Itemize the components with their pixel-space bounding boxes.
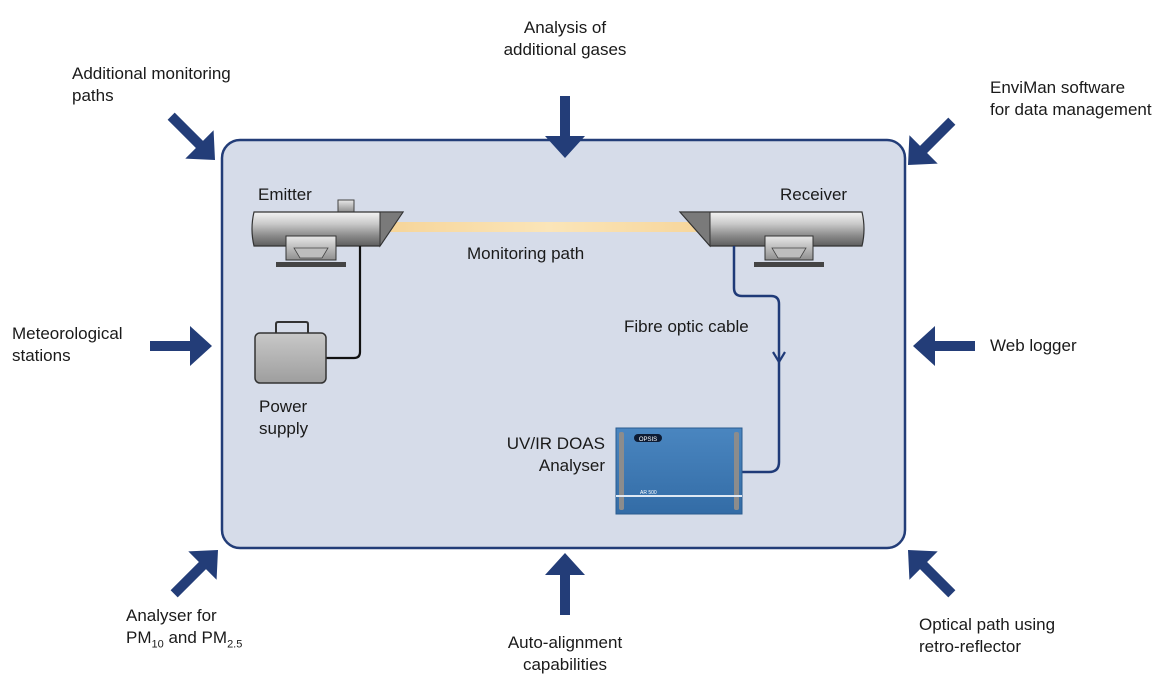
monitoring-beam: [390, 222, 708, 232]
label-line: Additional monitoring: [72, 64, 231, 83]
label-enviman: EnviMan software for data management: [990, 77, 1152, 121]
pm10-subscript: 10: [151, 638, 164, 651]
arrow-icon-weblogger: [913, 326, 975, 366]
arrow-icon-autoalign: [545, 553, 585, 615]
label-line: PM10 and PM2.5: [126, 627, 243, 651]
label-line: Optical path using: [919, 615, 1056, 634]
pm-and-text: and PM: [163, 628, 228, 647]
arrow-icon-optical: [908, 550, 956, 598]
label-line: Auto-alignment: [507, 633, 623, 652]
label-line: Analyser: [538, 456, 605, 475]
arrow-icon-pm: [170, 550, 218, 598]
label-weblogger: Web logger: [990, 336, 1077, 355]
analyser-icon: [615, 427, 743, 515]
label-line: UV/IR DOAS: [506, 434, 605, 453]
label-line: Analysis of: [523, 18, 607, 37]
label-line: Power: [259, 397, 308, 416]
arrow-icon-monitoring-paths: [167, 112, 215, 160]
label-fibre-optic-cable: Fibre optic cable: [624, 317, 749, 336]
label-receiver: Receiver: [780, 185, 848, 204]
pm25-subscript: 2.5: [227, 638, 243, 651]
label-line: additional gases: [503, 40, 627, 59]
label-emitter: Emitter: [258, 185, 312, 204]
arrow-icon-meteo: [150, 326, 212, 366]
label-line: stations: [12, 346, 71, 365]
fibre-arrow-icon: [772, 351, 786, 365]
label-line: retro-reflector: [919, 637, 1022, 656]
emitter-icon: [251, 199, 405, 267]
label-line: paths: [72, 86, 114, 105]
arrow-icon-enviman: [908, 117, 956, 165]
label-line: Analyser for: [126, 606, 217, 625]
label-monitoring-paths: Additional monitoring paths: [72, 63, 231, 107]
label-line: Meteorological: [12, 324, 123, 343]
label-line: supply: [259, 419, 309, 438]
pm-text: PM: [126, 628, 152, 647]
label-meteo: Meteorological stations: [12, 323, 123, 367]
label-optical: Optical path using retro-reflector: [919, 614, 1055, 658]
label-line: for data management: [990, 100, 1152, 119]
device-brand: AR 500: [640, 490, 657, 496]
label-pm: Analyser for PM10 and PM2.5: [126, 605, 243, 651]
power-cable: [326, 246, 362, 360]
label-power-supply: Power supply: [259, 396, 308, 440]
label-gases: Analysis of additional gases: [485, 17, 645, 61]
label-line: EnviMan software: [990, 78, 1126, 97]
power-supply-icon: [254, 321, 327, 384]
label-analyser: UV/IR DOAS Analyser: [470, 433, 605, 477]
label-line: capabilities: [522, 655, 608, 674]
arrow-icon-gases: [545, 96, 585, 158]
label-autoalign: Auto-alignment capabilities: [480, 632, 650, 676]
label-monitoring-path: Monitoring path: [467, 244, 585, 263]
fibre-optic-cable: [732, 246, 781, 474]
device-badge: OPSIS: [639, 437, 657, 443]
receiver-icon: [678, 211, 865, 267]
